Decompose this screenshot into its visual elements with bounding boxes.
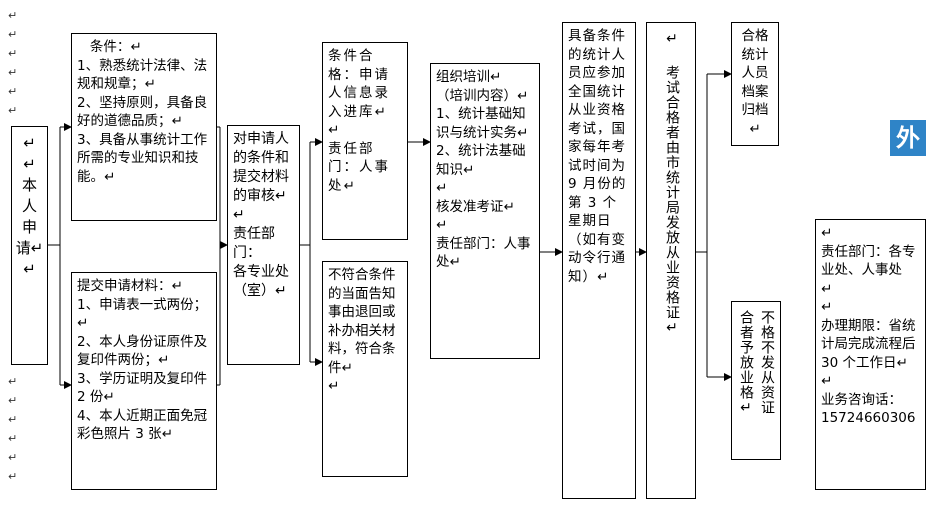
national-exam-box: 具备条件的统计人员应参加全国统计从业资格考试，国家每年考试时间为 9 月份的第 … xyxy=(562,22,636,499)
archive-box: 合格统计人员档案归档↵ xyxy=(731,22,779,146)
margin-return-marks-top: ↵ ↵ ↵ ↵ ↵ ↵ xyxy=(8,9,18,117)
fail-text-col1: 不格不发从资证 xyxy=(759,310,775,415)
responsibility-box: ↵ 责任部门：各专业处、人事处 ↵ ↵ 办理期限：省统计局完成流程后 30 个工… xyxy=(815,219,926,490)
certificate-issue-box: ↵ 考试合格者由市统计局发放从业资格证↵ xyxy=(646,22,696,499)
applicant-box: ↵ ↵ 本 人 申 请↵ ↵ xyxy=(11,126,48,365)
training-box: 组织培训↵ （培训内容）↵ 1、统计基础知识与统计实务↵ 2、统计法基础知识↵ … xyxy=(430,63,540,359)
certificate-issue-text: ↵ 考试合格者由市统计局发放从业资格证↵ xyxy=(664,31,680,337)
review-box: 对申请人的条件和提交材料的审核↵ ↵ 责任部门： 各专业处（室）↵ xyxy=(227,125,300,365)
conditions-box: 条件：↵ 1、熟悉统计法律、法规和规章；↵ 2、坚持原则，具备良好的道德品质；↵… xyxy=(71,33,217,221)
materials-box: 提交申请材料：↵ 1、申请表一式两份；↵ 2、本人身份证原件及复印件两份；↵ 3… xyxy=(71,272,217,490)
qualified-entry-box: 条件合格：申请人信息录入进库↵ ↵ 责任部门：人事处↵ xyxy=(322,42,408,240)
unqualified-return-box: 不符合条件的当面告知事由退回或补办相关材料，符合条件↵ ↵ xyxy=(322,261,408,477)
margin-return-marks-bottom: ↵ ↵ ↵ ↵ ↵ ↵ xyxy=(8,375,18,483)
fail-text-col2: 合者予放业格↵ xyxy=(738,310,754,417)
page-side-badge: 外 xyxy=(890,120,926,156)
fail-box: 不格不发从资证 合者予放业格↵ xyxy=(731,301,781,460)
